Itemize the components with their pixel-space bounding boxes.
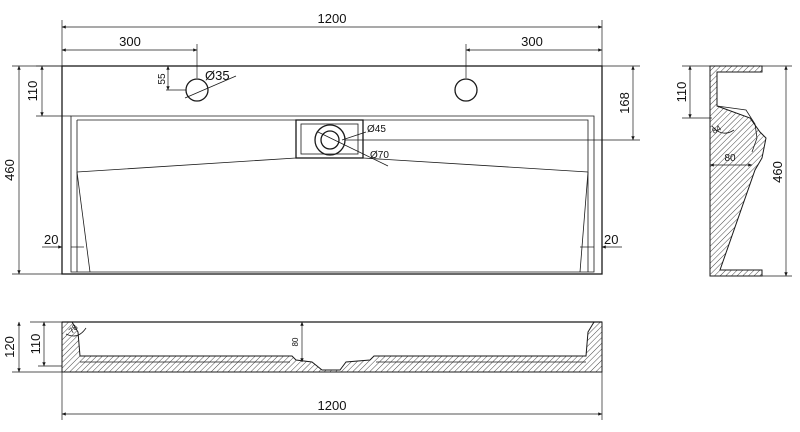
left-hole-offset-label: 300 <box>119 34 141 49</box>
top-view-outline <box>61 65 603 275</box>
front-section <box>61 321 603 373</box>
front-overall-height-label: 120 <box>2 336 17 358</box>
side-angle-arc <box>711 125 735 134</box>
side-overall-depth-label: 460 <box>770 161 785 183</box>
top-view: 1200 300 300 55 Ø35 110 460 168 Ø45 Ø70 <box>2 11 640 275</box>
front-angle-arc <box>65 327 87 337</box>
front-view: 78 80 110 120 1200 <box>2 321 603 420</box>
drain-leader-2 <box>341 131 367 141</box>
hole-vertical-label: 55 <box>157 73 168 85</box>
drain-inner-circle <box>320 130 340 150</box>
right-wall-label: 20 <box>604 232 618 247</box>
side-rim-depth-label: 110 <box>674 82 689 103</box>
front-rim-height-label: 110 <box>28 334 43 355</box>
side-view: 110 84 80 460 <box>674 65 792 277</box>
top-view-basin-inner <box>76 119 589 272</box>
side-inner-line <box>716 105 758 153</box>
drain-recess <box>295 119 364 159</box>
drain-leader <box>317 131 389 167</box>
top-width-label: 1200 <box>318 11 347 26</box>
side-basin-offset-label: 80 <box>724 153 736 164</box>
drain-inner-diameter-label: Ø45 <box>367 124 386 135</box>
side-section <box>709 65 767 277</box>
front-basin-depth-label: 80 <box>291 337 300 346</box>
drain-recess-inner <box>300 123 359 155</box>
drain-offset-label: 168 <box>617 92 632 114</box>
front-width-label: 1200 <box>318 398 347 413</box>
left-wall-label: 20 <box>44 232 58 247</box>
drain-outer-circle <box>314 124 346 156</box>
drain-outer-diameter-label: Ø70 <box>370 150 389 161</box>
top-view-slope-lines <box>76 157 589 273</box>
right-hole-offset-label: 300 <box>521 34 543 49</box>
tap-hole-right <box>454 78 478 102</box>
tap-hole-leader <box>184 75 237 99</box>
overall-depth-label: 460 <box>2 159 17 181</box>
top-view-basin <box>70 115 595 273</box>
rim-depth-label: 110 <box>25 81 40 102</box>
hole-diameter-label: Ø35 <box>205 68 230 83</box>
